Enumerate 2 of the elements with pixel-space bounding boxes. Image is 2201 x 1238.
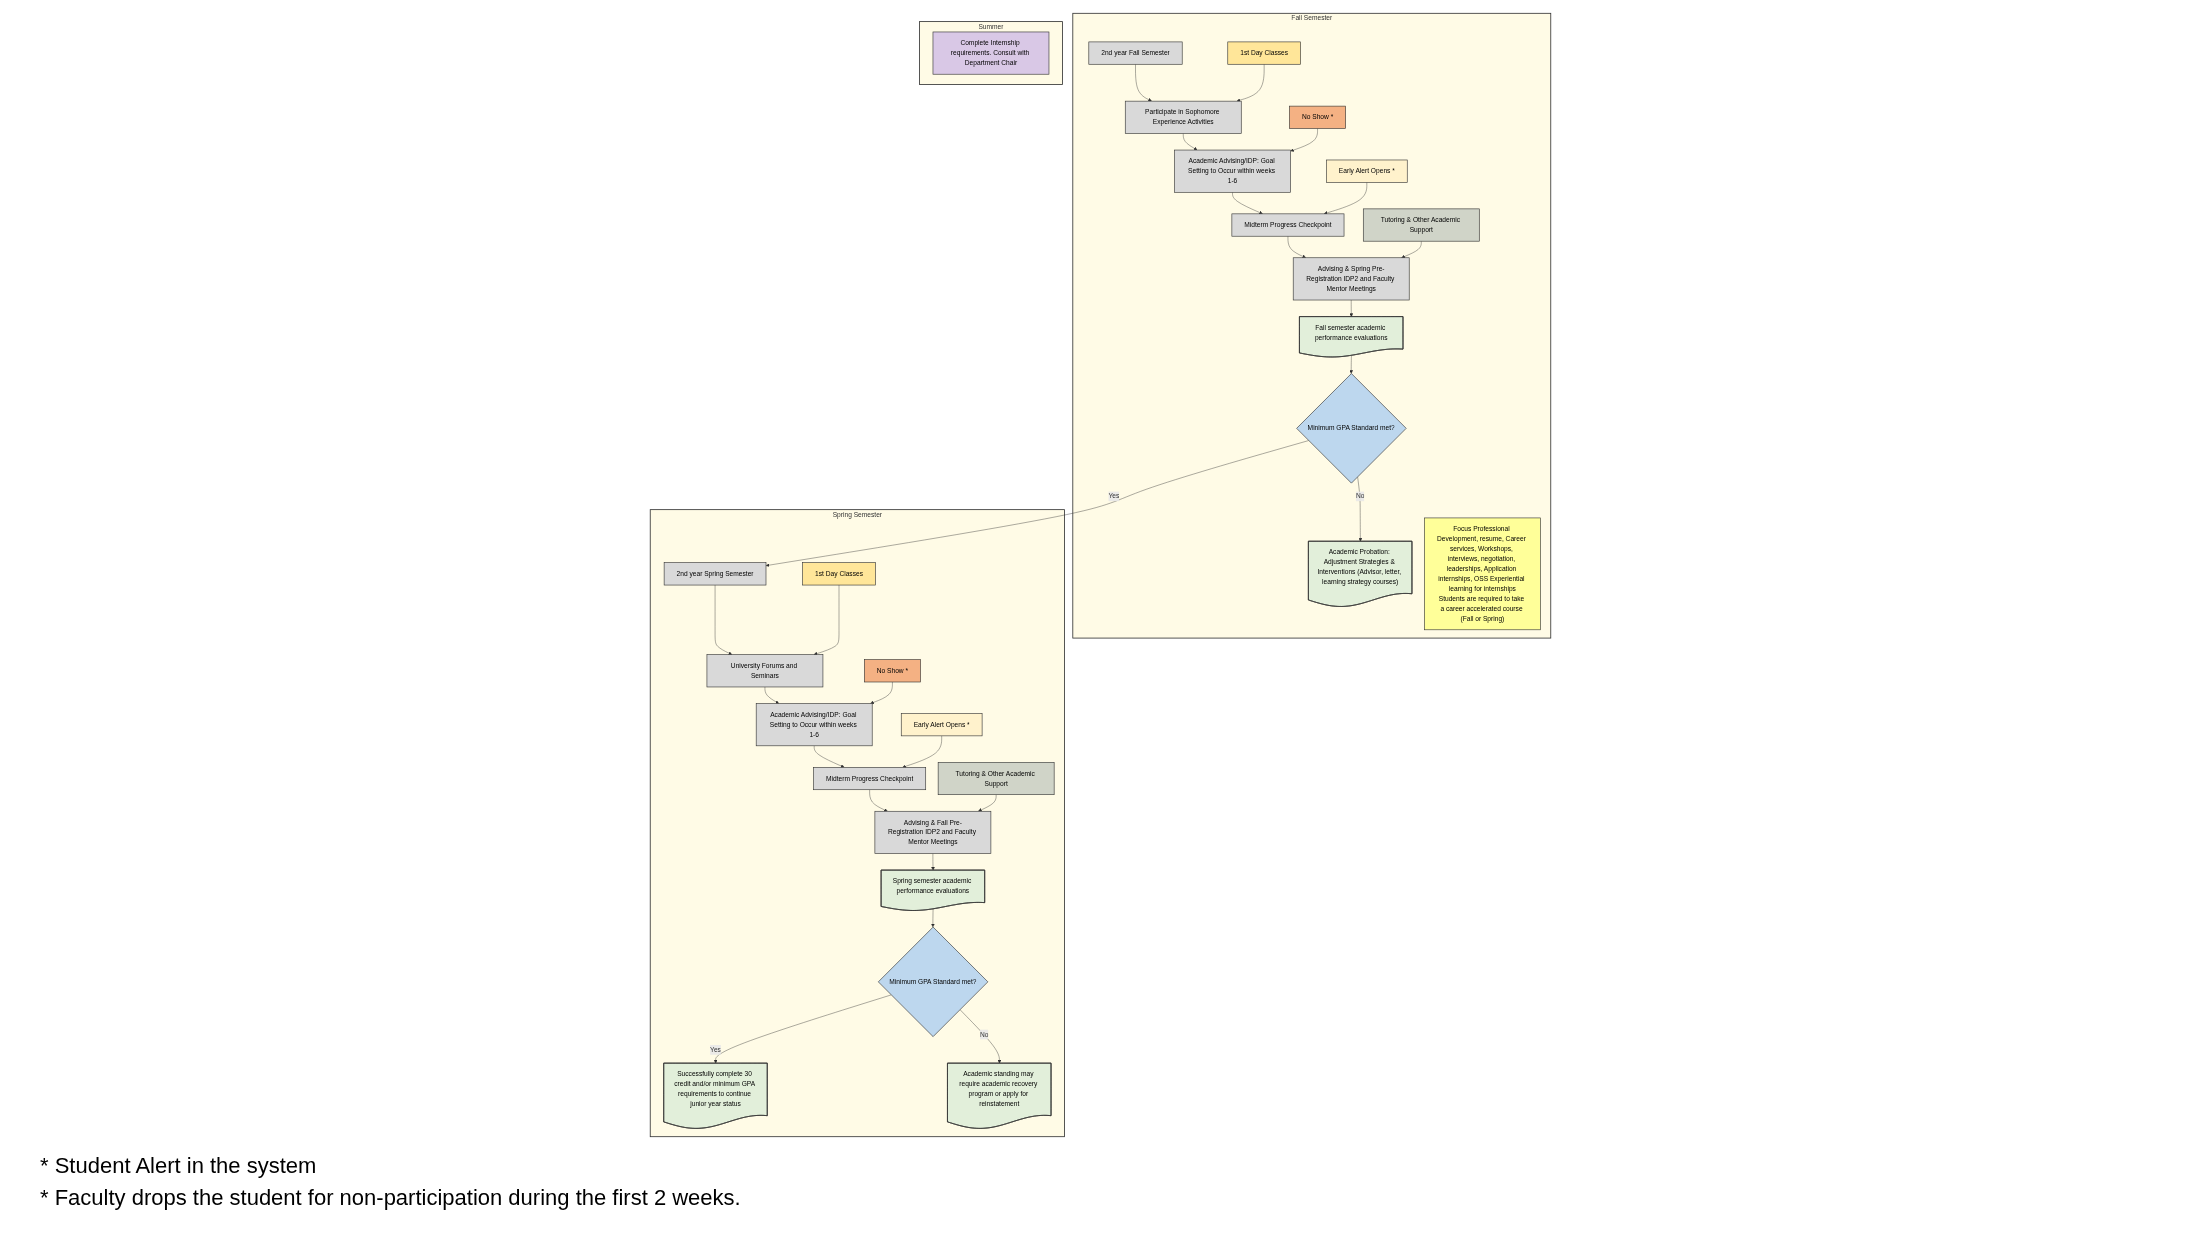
- footnote: * Student Alert in the system: [40, 1152, 318, 1180]
- footnote: * Faculty drops the student for non-participation during the first 2 weeks.: [40, 1184, 741, 1212]
